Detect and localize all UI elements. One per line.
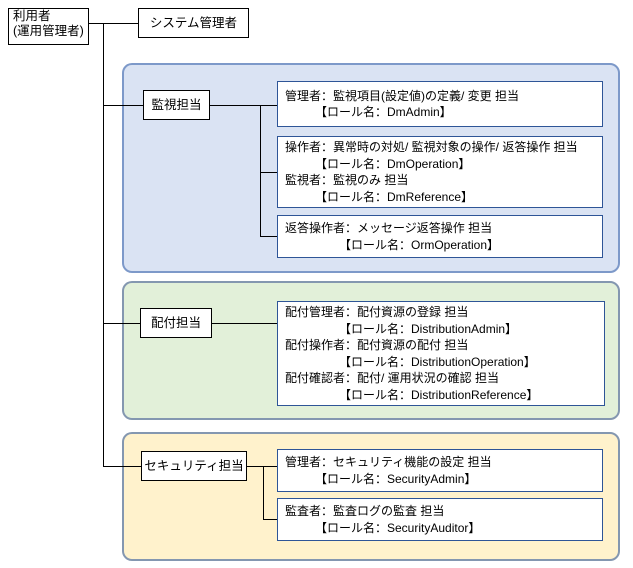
role-line: 配付管理者：配付資源の登録 担当 xyxy=(285,305,469,319)
group-security-label-box: セキュリティ担当 xyxy=(141,451,247,481)
system-admin-box: システム管理者 xyxy=(138,8,249,38)
system-admin-label: システム管理者 xyxy=(149,15,238,30)
role-box-dmadmin: 管理者：監視項目(設定値)の定義/ 変更 担当 【ロール名：DmAdmin】 xyxy=(277,81,603,127)
role-line: 【ロール名：DistributionAdmin】 xyxy=(285,321,518,336)
connector-trunk-line xyxy=(103,23,104,467)
role-box-ormoperation: 返答操作者：メッセージ返答操作 担当 【ロール名：OrmOperation】 xyxy=(277,215,603,258)
role-line: 配付確認者：配付/ 運用状況の確認 担当 xyxy=(285,371,500,385)
user-box: 利用者 (運用管理者) xyxy=(8,8,89,45)
role-line: 【ロール名：DmOperation】 xyxy=(285,156,471,171)
role-line: 【ロール名：SecurityAuditor】 xyxy=(285,520,481,535)
group-distribution-label-box: 配付担当 xyxy=(140,308,212,338)
connector-security-h-line xyxy=(247,466,277,467)
connector-user-to-sysadmin-line xyxy=(89,23,138,24)
role-box-dmoperation-dmreference: 操作者：異常時の対処/ 監視対象の操作/ 返答操作 担当 【ロール名：DmOpe… xyxy=(277,136,603,208)
connector-security-v-line xyxy=(263,466,264,520)
group-distribution-label: 配付担当 xyxy=(150,315,201,330)
role-line: 【ロール名：DmReference】 xyxy=(285,189,474,204)
user-box-line2: (運用管理者) xyxy=(13,24,84,38)
role-line: 【ロール名：OrmOperation】 xyxy=(285,237,500,252)
connector-branch-monitoring-line xyxy=(103,105,143,106)
group-security-label: セキュリティ担当 xyxy=(144,458,244,473)
connector-distribution-h-line xyxy=(212,323,277,324)
role-line: 配付操作者：配付資源の配付 担当 xyxy=(285,338,469,352)
role-line: 監視者：監視のみ 担当 xyxy=(285,173,409,187)
role-line: 管理者：監視項目(設定値)の定義/ 変更 担当 xyxy=(285,88,519,103)
group-monitoring-label: 監視担当 xyxy=(151,97,202,112)
connector-monitoring-branch3-line xyxy=(260,236,277,237)
role-line: 監査者：監査ログの監査 担当 xyxy=(285,504,445,518)
connector-monitoring-branch2-line xyxy=(260,172,277,173)
role-line: 【ロール名：SecurityAdmin】 xyxy=(285,471,477,486)
connector-monitoring-h-line xyxy=(210,105,277,106)
connector-branch-security-line xyxy=(103,466,141,467)
connector-monitoring-v-line xyxy=(260,105,261,237)
connector-security-branch2-line xyxy=(263,519,277,520)
role-line: 管理者：セキュリティ機能の設定 担当 xyxy=(285,455,492,469)
role-line: 操作者：異常時の対処/ 監視対象の操作/ 返答操作 担当 xyxy=(285,140,578,154)
role-box-securityauditor: 監査者：監査ログの監査 担当 【ロール名：SecurityAuditor】 xyxy=(277,498,603,541)
user-box-line1: 利用者 xyxy=(13,9,51,23)
connector-branch-distribution-line xyxy=(103,323,140,324)
role-line: 返答操作者：メッセージ返答操作 担当 xyxy=(285,221,493,235)
role-line: 【ロール名：DmAdmin】 xyxy=(285,105,452,119)
role-line: 【ロール名：DistributionOperation】 xyxy=(285,354,536,369)
role-line: 【ロール名：DistributionReference】 xyxy=(285,387,539,402)
role-box-distribution: 配付管理者：配付資源の登録 担当 【ロール名：DistributionAdmin… xyxy=(277,301,605,406)
group-monitoring-label-box: 監視担当 xyxy=(143,90,210,120)
role-box-securityadmin: 管理者：セキュリティ機能の設定 担当 【ロール名：SecurityAdmin】 xyxy=(277,449,603,492)
